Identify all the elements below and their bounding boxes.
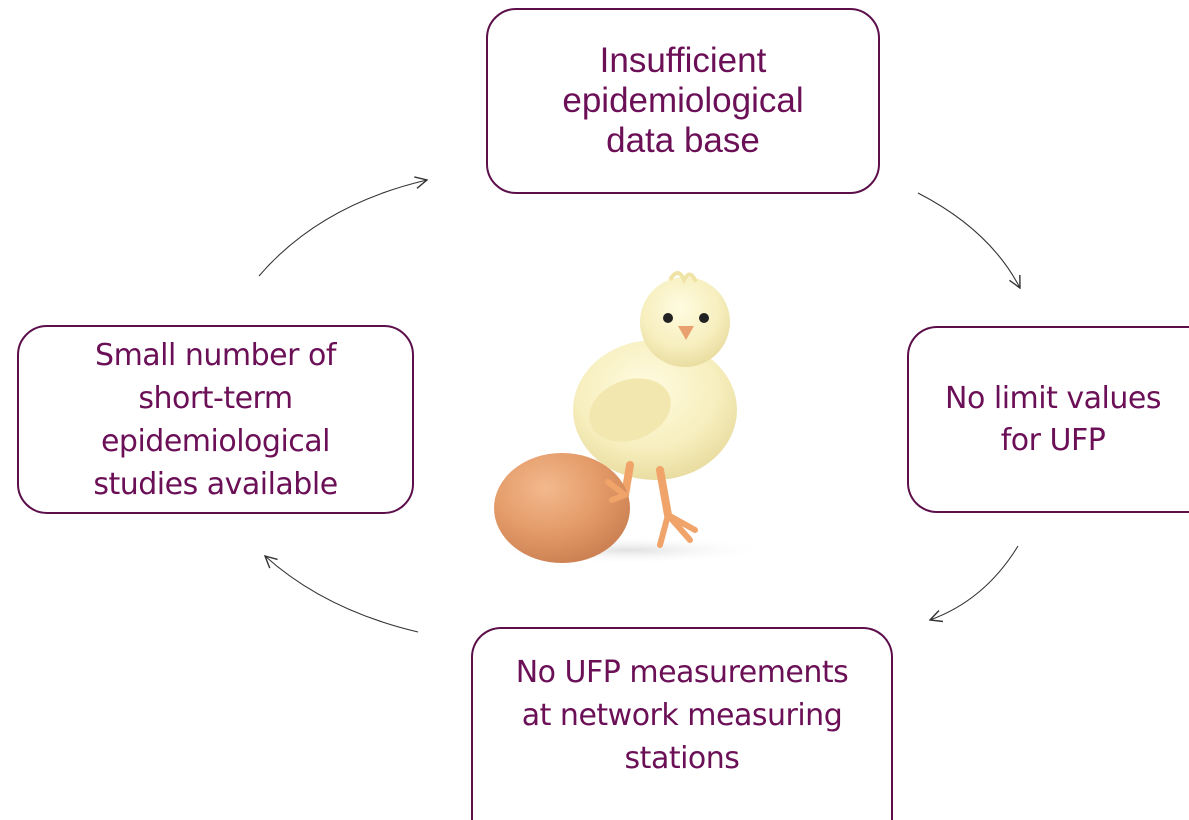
arrow-left-to-top [258, 180, 427, 277]
arrow-bottom-to-left [265, 556, 419, 633]
node-no-ufp-measurements: No UFP measurements at network measuring… [471, 627, 893, 820]
node-insufficient-data-base: Insufficient epidemiological data base [486, 8, 880, 194]
node-no-limit-values: No limit values for UFP [907, 326, 1189, 513]
arrow-right-to-bottom [930, 545, 1019, 620]
node-small-number-of-studies: Small number of short-term epidemiologic… [17, 325, 414, 514]
arrow-top-to-right [917, 192, 1020, 288]
chick-on-egg-image [490, 271, 770, 564]
